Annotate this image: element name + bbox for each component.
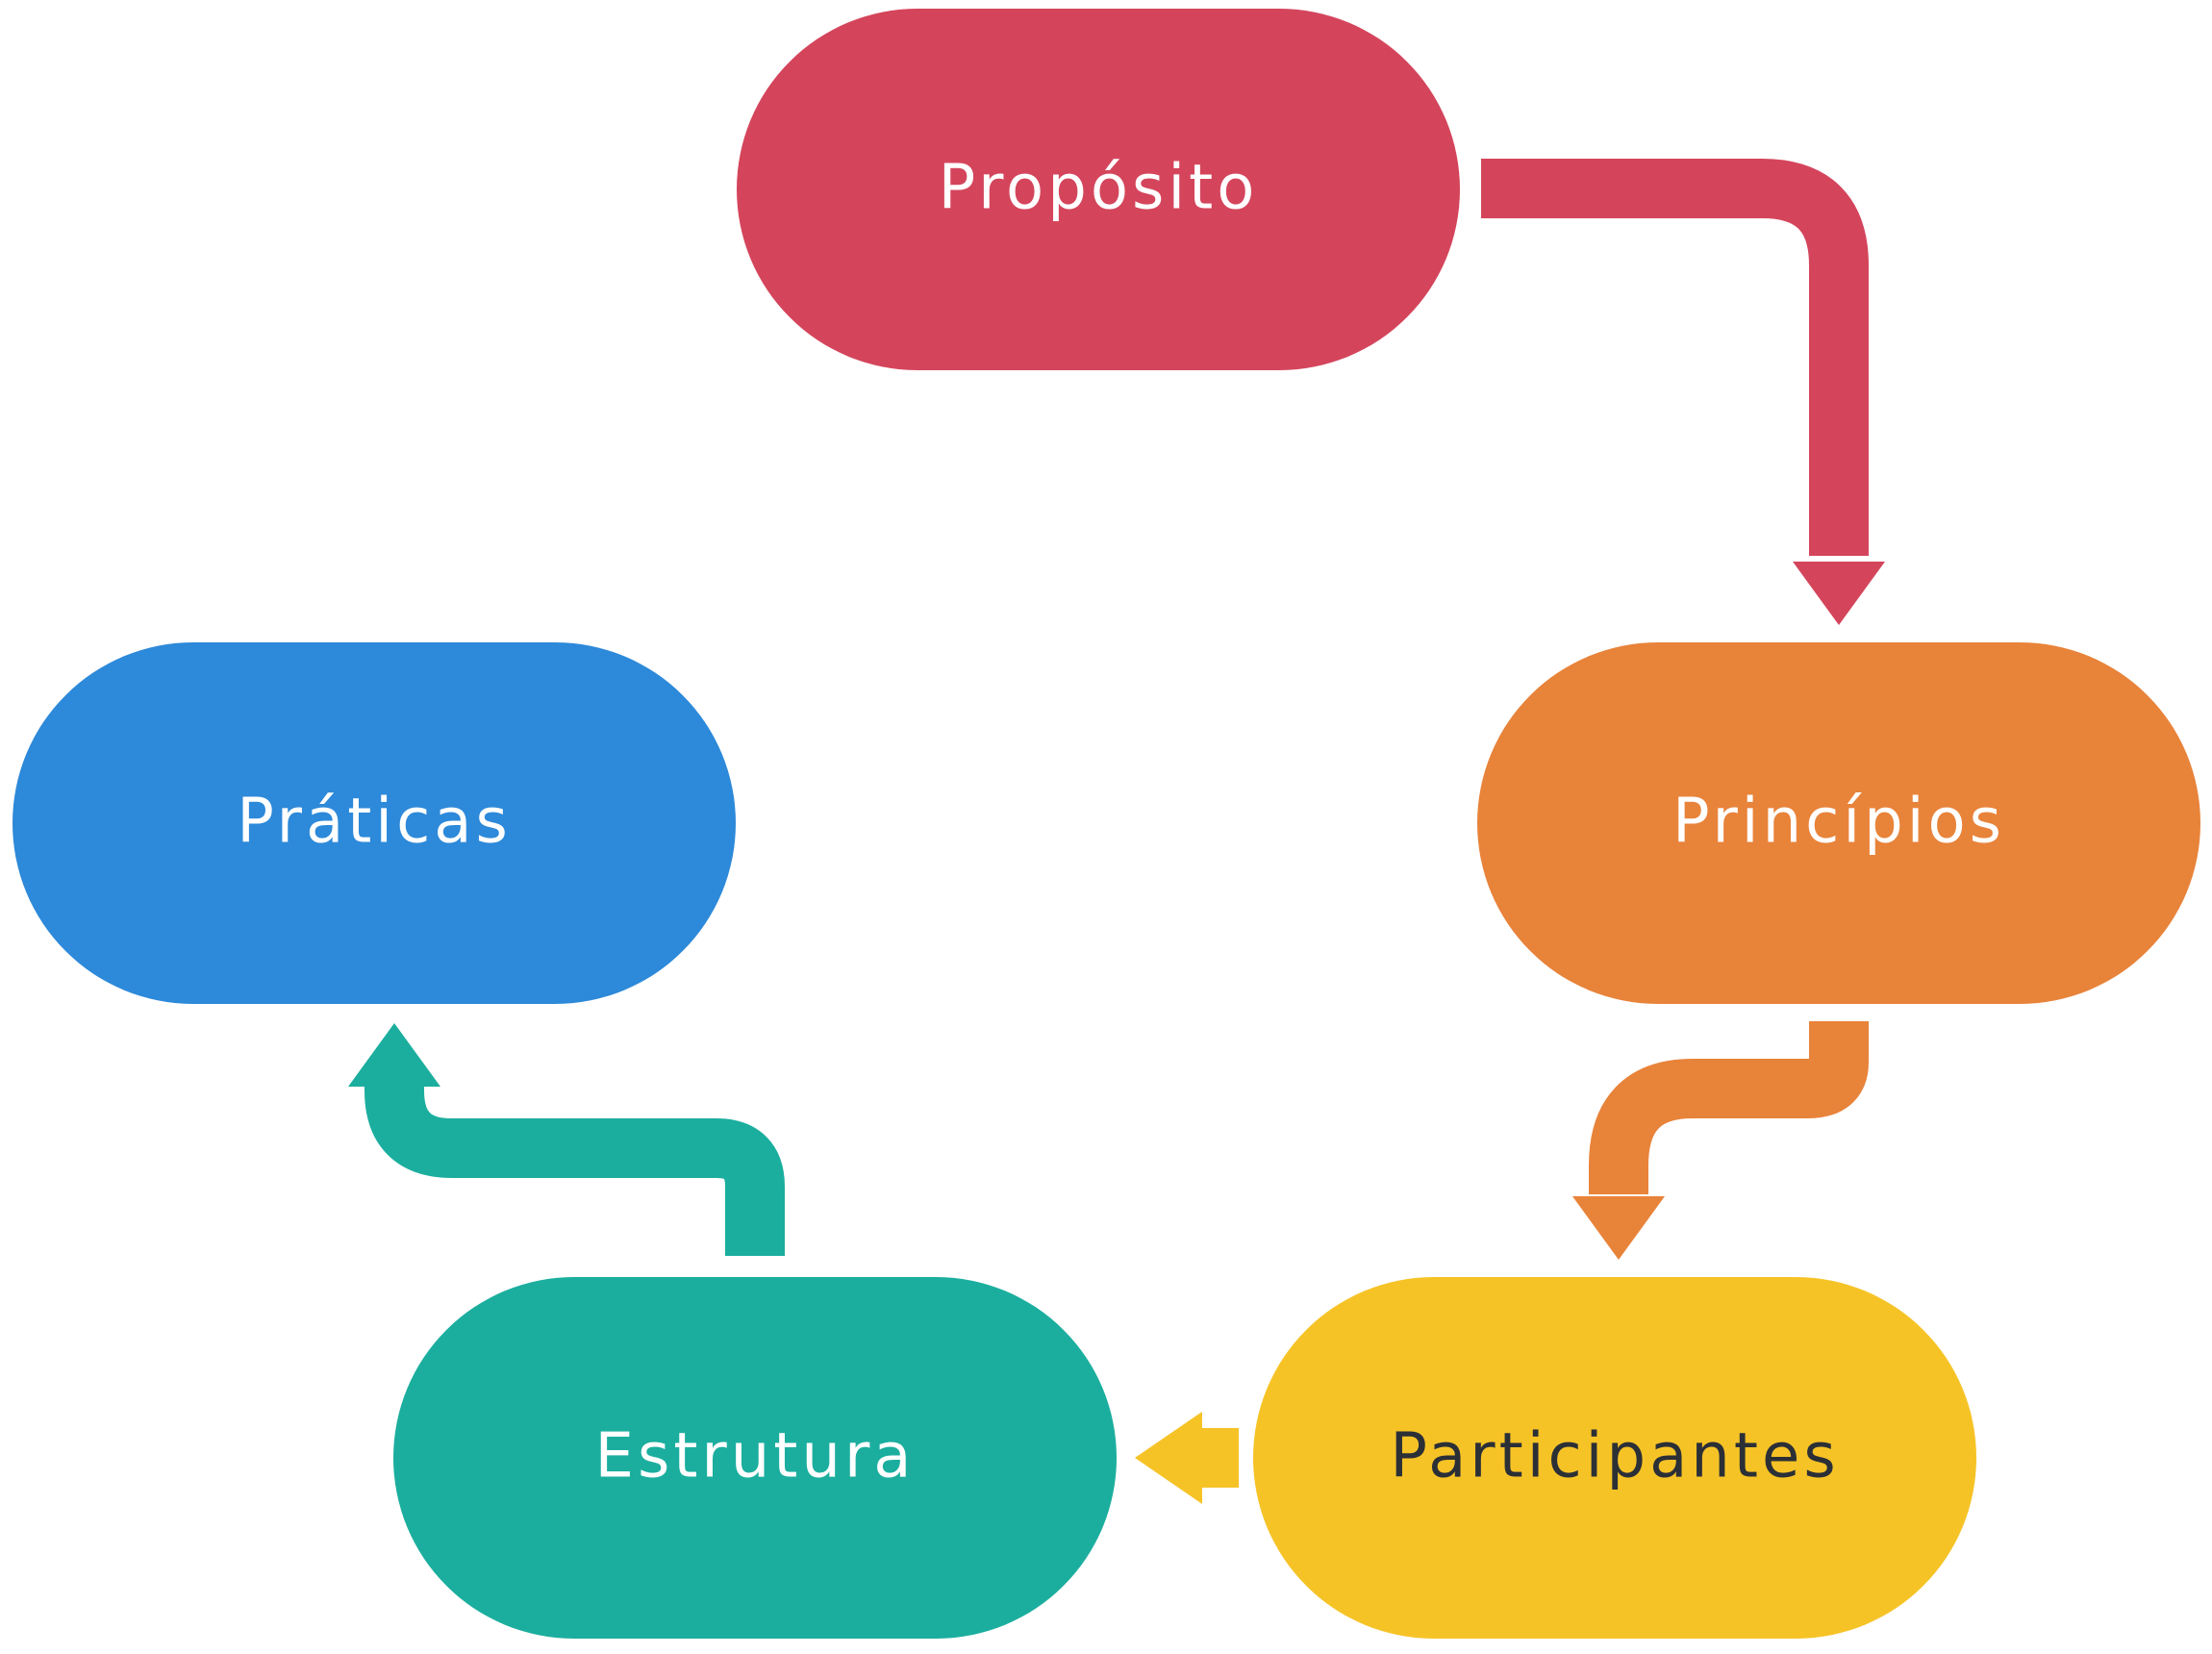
arrow-proposito-to-principios bbox=[1481, 159, 1885, 625]
node-participantes-label: Participantes bbox=[1390, 1421, 1839, 1492]
node-estrutura-label: Estrutura bbox=[595, 1421, 916, 1492]
node-principios-label: Princípios bbox=[1672, 787, 2005, 858]
arrow-estrutura-to-praticas-body bbox=[364, 1061, 785, 1256]
node-participantes: Participantes bbox=[1253, 1277, 1976, 1639]
arrow-participantes-to-estrutura bbox=[1135, 1412, 1239, 1504]
node-principios-shape bbox=[1477, 642, 2200, 1004]
node-proposito-shape bbox=[737, 9, 1460, 370]
node-participantes-shape bbox=[1253, 1277, 1976, 1639]
arrow-participantes-to-estrutura-head bbox=[1135, 1412, 1202, 1504]
arrow-estrutura-to-praticas bbox=[348, 1023, 785, 1256]
arrow-proposito-to-principios-body bbox=[1481, 159, 1869, 556]
arrow-estrutura-to-praticas-head bbox=[348, 1023, 440, 1087]
node-estrutura-shape bbox=[393, 1277, 1117, 1639]
node-praticas: Práticas bbox=[13, 642, 736, 1004]
arrow-principios-to-participantes bbox=[1572, 1021, 1869, 1260]
arrow-principios-to-participantes-head bbox=[1572, 1196, 1665, 1260]
node-proposito-label: Propósito bbox=[939, 153, 1259, 224]
node-proposito: Propósito bbox=[737, 9, 1460, 370]
arrow-principios-to-participantes-body bbox=[1589, 1021, 1869, 1195]
node-principios: Princípios bbox=[1477, 642, 2200, 1004]
arrow-proposito-to-principios-head bbox=[1793, 562, 1885, 625]
node-praticas-shape bbox=[13, 642, 736, 1004]
node-estrutura: Estrutura bbox=[393, 1277, 1117, 1639]
node-praticas-label: Práticas bbox=[237, 787, 512, 858]
